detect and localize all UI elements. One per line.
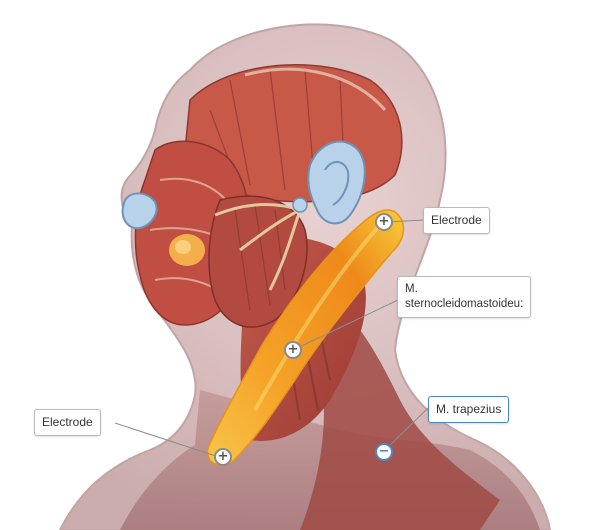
electrode-bottom-hotspot[interactable]: +	[214, 448, 232, 466]
plus-icon: +	[218, 450, 229, 463]
sternocleidomastoid-hotspot[interactable]: +	[284, 341, 302, 359]
label-electrode-bottom[interactable]: Electrode	[34, 409, 101, 436]
trapezius-hotspot[interactable]: −	[375, 443, 393, 461]
plus-icon: +	[288, 343, 299, 356]
label-sternocleidomastoideus[interactable]: M. sternocleidomastoideu:	[397, 276, 531, 318]
label-trapezius[interactable]: M. trapezius	[428, 396, 509, 423]
minus-icon: −	[379, 445, 390, 458]
plus-icon: +	[379, 215, 390, 228]
label-electrode-top[interactable]: Electrode	[423, 207, 490, 234]
electrode-top-hotspot[interactable]: +	[375, 213, 393, 231]
